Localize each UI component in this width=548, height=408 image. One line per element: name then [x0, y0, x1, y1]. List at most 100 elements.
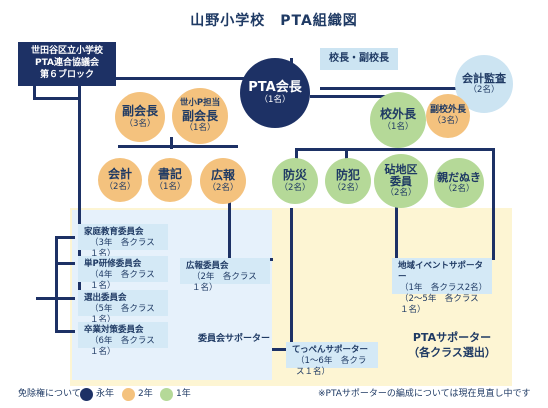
connector-line	[55, 330, 75, 333]
vice-president-count: （3名）	[124, 118, 156, 129]
pta-supporter-line1: PTAサポーター	[412, 331, 492, 344]
committee-box-home-education: 家庭教育委員会 （3年 各クラス１名）	[78, 224, 168, 259]
outside-head-node: 校外長 （1名）	[370, 92, 426, 148]
pr-name: 広報	[210, 168, 235, 183]
outside-vice-count: （3名）	[432, 116, 464, 127]
connector-line	[310, 95, 400, 98]
disaster-name: 防災	[282, 168, 307, 183]
connector-line	[78, 77, 278, 80]
vice-president-setagaya-count: （1名）	[184, 123, 216, 134]
auditor-count: （2名）	[468, 85, 500, 96]
secretary-count: （1名）	[154, 181, 186, 192]
connector-line	[395, 200, 398, 260]
president-count: （1名）	[259, 95, 291, 106]
committee-box-pr: 広報委員会 （2年 各クラス１名）	[180, 258, 270, 293]
oyadanuki-node: 親だぬき （2名）	[434, 158, 484, 208]
connector-line	[55, 262, 75, 265]
committee-title: 卒業対策委員会	[84, 325, 144, 335]
local-event-title: 地域イベントサポーター	[398, 261, 484, 283]
committee-detail: （3年 各クラス１名）	[90, 238, 155, 260]
committee-box-election: 選出委員会 （5年 各クラス１名）	[78, 290, 168, 325]
committee-box-graduation: 卒業対策委員会 （6年 各クラス１名）	[78, 322, 168, 357]
vice-president-node: 副会長 （3名）	[115, 92, 165, 142]
district-name-line1: 砧地区	[384, 162, 418, 176]
committee-title: 家庭教育委員会	[84, 227, 144, 237]
connector-line	[36, 297, 58, 300]
connector-line	[290, 208, 293, 350]
committee-detail: （6年 各クラス１名）	[90, 336, 155, 358]
crime-node: 防犯 （2名）	[325, 158, 371, 204]
oyadanuki-count: （2名）	[443, 184, 475, 195]
oyadanuki-name: 親だぬき	[437, 171, 481, 185]
auditor-node: 会計監査 （2名）	[455, 55, 513, 113]
connector-line	[272, 348, 293, 351]
legend-label: 免除権について	[18, 389, 81, 399]
secretary-name: 書記	[157, 167, 182, 182]
legend-dot-green	[160, 388, 173, 401]
connector-line	[170, 137, 173, 149]
committee-detail: （4年 各クラス１名）	[90, 270, 155, 292]
outside-head-name: 校外長	[379, 107, 416, 122]
president-node: PTA会長 （1名）	[240, 58, 310, 128]
secretary-node: 書記 （1名）	[148, 158, 192, 202]
crime-count: （2名）	[332, 182, 364, 193]
local-event-detail2: （2～5年 各クラス１名）	[400, 294, 479, 316]
district-count: （2名）	[385, 187, 417, 198]
committee-box-training: 単P研修委員会 （4年 各クラス１名）	[78, 256, 168, 291]
connector-line	[345, 148, 348, 162]
page-title: 山野小学校 PTA組織図	[190, 13, 358, 29]
accounting-name: 会計	[107, 167, 132, 182]
committee-detail: （2年 各クラス１名）	[192, 272, 257, 294]
connector-line	[295, 148, 495, 151]
local-event-detail1: （1年 各クラス2名）	[400, 283, 488, 294]
disaster-node: 防災 （2名）	[272, 158, 318, 204]
accounting-node: 会計 （2名）	[98, 158, 142, 202]
outside-vice-node: 副校外長 （3名）	[426, 94, 470, 138]
outside-vice-name: 副校外長	[429, 105, 466, 116]
committee-title: 広報委員会	[186, 261, 229, 271]
legend-item-permanent: 永年	[96, 389, 115, 399]
local-event-supporter-box: 地域イベントサポーター （1年 各クラス2名） （2～5年 各クラス１名）	[392, 258, 492, 315]
district-name-line2: 委員	[390, 174, 412, 188]
disaster-count: （2名）	[279, 182, 311, 193]
vice-president-name: 副会長	[121, 104, 158, 119]
footnote: ※PTAサポーターの編成については現在見直し中です	[318, 389, 531, 399]
legend-item-two-year: 2年	[138, 389, 153, 399]
vice-president-setagaya-tag: 世小P担当	[179, 98, 221, 109]
connector-line	[55, 236, 58, 332]
connector-line	[492, 148, 495, 260]
vice-president-setagaya-node: 世小P担当 副会長 （1名）	[172, 88, 228, 144]
pr-node: 広報 （2名）	[200, 158, 246, 204]
teppen-supporter-box: てっぺんサポーター （1～6年 各クラス１名）	[286, 342, 378, 377]
vice-president-setagaya-name: 副会長	[181, 108, 218, 123]
pr-count: （2名）	[207, 182, 239, 193]
pta-supporter-line2: （各クラス選出）	[408, 346, 496, 360]
legend-item-one-year: 1年	[176, 389, 191, 399]
committee-title: 選出委員会	[84, 293, 127, 303]
pta-supporter-label: PTAサポーター （各クラス選出）	[404, 330, 500, 361]
auditor-name: 会計監査	[462, 72, 506, 86]
outside-head-count: （1名）	[382, 121, 414, 132]
connector-line	[55, 236, 75, 239]
committee-detail: （5年 各クラス１名）	[90, 304, 155, 326]
accounting-count: （2名）	[104, 181, 136, 192]
crime-name: 防犯	[335, 168, 360, 183]
committee-supporter-label: 委員会サポーター	[198, 334, 271, 344]
council-line3: 第６ブロック	[39, 70, 94, 81]
connector-line	[228, 200, 231, 260]
connector-line	[320, 87, 480, 90]
legend-dot-two-year	[122, 388, 135, 401]
council-line2: PTA連合協議会	[34, 58, 99, 69]
legend-dot-permanent	[80, 388, 93, 401]
committee-title: 単P研修委員会	[84, 259, 142, 269]
connector-line	[33, 77, 36, 99]
connector-line	[295, 148, 298, 162]
council-box: 世田谷区立小学校 PTA連合協議会 第６ブロック	[18, 42, 116, 86]
president-name: PTA会長	[248, 79, 302, 95]
connector-line	[33, 97, 81, 100]
council-line1: 世田谷区立小学校	[30, 46, 103, 56]
connector-line	[118, 145, 238, 148]
connector-line	[55, 297, 75, 300]
teppen-title: てっぺんサポーター	[292, 345, 368, 355]
connector-line	[78, 77, 81, 299]
